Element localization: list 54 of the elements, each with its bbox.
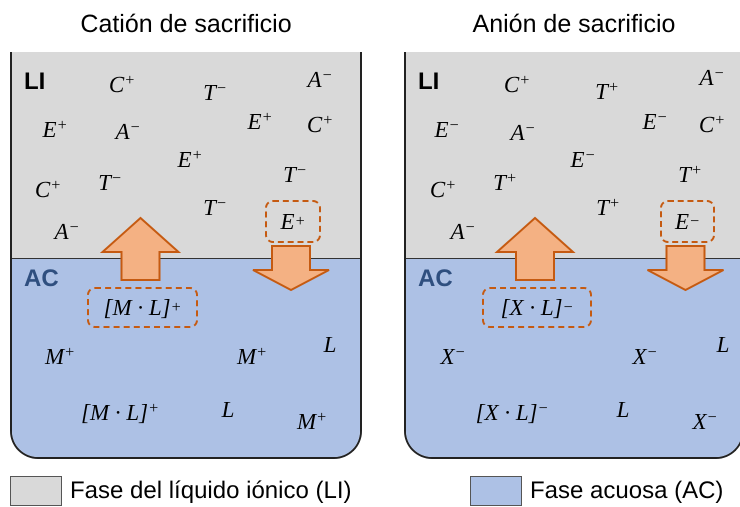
ion-symbol: A$^{−}$ <box>510 120 536 146</box>
ion-symbol: T$^{+}$ <box>678 162 702 188</box>
ion-symbol: X$^{−}$ <box>440 344 466 370</box>
ion-symbol: L <box>222 397 234 423</box>
ion-symbol: T$^{−}$ <box>98 170 122 196</box>
ion-symbol: T$^{−}$ <box>203 195 227 221</box>
legend-label: Fase acuosa (AC) <box>530 477 724 505</box>
ion-symbol: T$^{−}$ <box>203 80 227 106</box>
legend-label: Fase del líquido iónico (LI) <box>70 477 352 505</box>
phase-label: AC <box>418 265 453 293</box>
ion-symbol: T$^{+}$ <box>595 79 619 105</box>
phase-label: LI <box>418 68 440 96</box>
ion-symbol: X$^{−}$ <box>692 409 718 435</box>
ion-symbol: E$^{+}$ <box>42 117 68 143</box>
phase-label: LI <box>24 68 46 96</box>
ion-symbol: L <box>616 397 630 423</box>
ionic-liquid-phase <box>12 52 360 258</box>
ion-symbol: C$^{+}$ <box>504 72 530 98</box>
transfer-arrow <box>646 245 724 292</box>
ion-symbol: C$^{+}$ <box>698 112 726 138</box>
ion-symbol: C$^{+}$ <box>306 112 334 138</box>
beaker-title: Catión de sacrificio <box>79 10 293 39</box>
ion-symbol: E$^{−}$ <box>570 147 596 173</box>
ion-symbol: E$^{−}$ <box>434 117 460 143</box>
ion-symbol: X$^{−}$ <box>632 344 658 370</box>
ion-symbol: L <box>324 332 336 358</box>
ion-symbol: [M · L]$^{+}$ <box>81 400 159 426</box>
ion-symbol: A$^{−}$ <box>54 219 80 245</box>
ion-symbol: L <box>716 332 730 358</box>
ion-symbol: [X · L]$^{−}$ <box>476 400 548 426</box>
ion-symbol: M$^{+}$ <box>236 344 268 370</box>
phase-label: AC <box>24 265 59 293</box>
ion-symbol: E$^{+}$ <box>178 147 202 173</box>
ion-symbol: A$^{−}$ <box>450 219 476 245</box>
beaker-title: Anión de sacrificio <box>472 10 676 39</box>
ion-symbol: C$^{+}$ <box>34 177 62 203</box>
aqueous-phase <box>406 258 740 457</box>
ion-symbol: T$^{−}$ <box>283 162 307 188</box>
ion-symbol: M$^{+}$ <box>44 344 76 370</box>
transfer-arrow <box>100 216 182 281</box>
ion-symbol: T$^{+}$ <box>493 170 517 196</box>
ion-symbol: E$^{−}$ <box>642 109 668 135</box>
ion-symbol: T$^{+}$ <box>596 195 620 221</box>
ion-symbol: A$^{−}$ <box>308 67 332 93</box>
ion-symbol: A$^{−}$ <box>700 65 724 91</box>
transfer-arrow <box>494 216 576 281</box>
ion-symbol: A$^{−}$ <box>116 119 140 145</box>
ion-symbol: E$^{+}$ <box>248 109 272 135</box>
ion-symbol: C$^{+}$ <box>430 177 456 203</box>
ion-symbol: C$^{+}$ <box>108 72 136 98</box>
aqueous-phase <box>12 258 360 457</box>
ionic-liquid-phase <box>406 52 740 258</box>
transfer-arrow <box>252 245 330 292</box>
ion-symbol: M$^{+}$ <box>296 409 328 435</box>
